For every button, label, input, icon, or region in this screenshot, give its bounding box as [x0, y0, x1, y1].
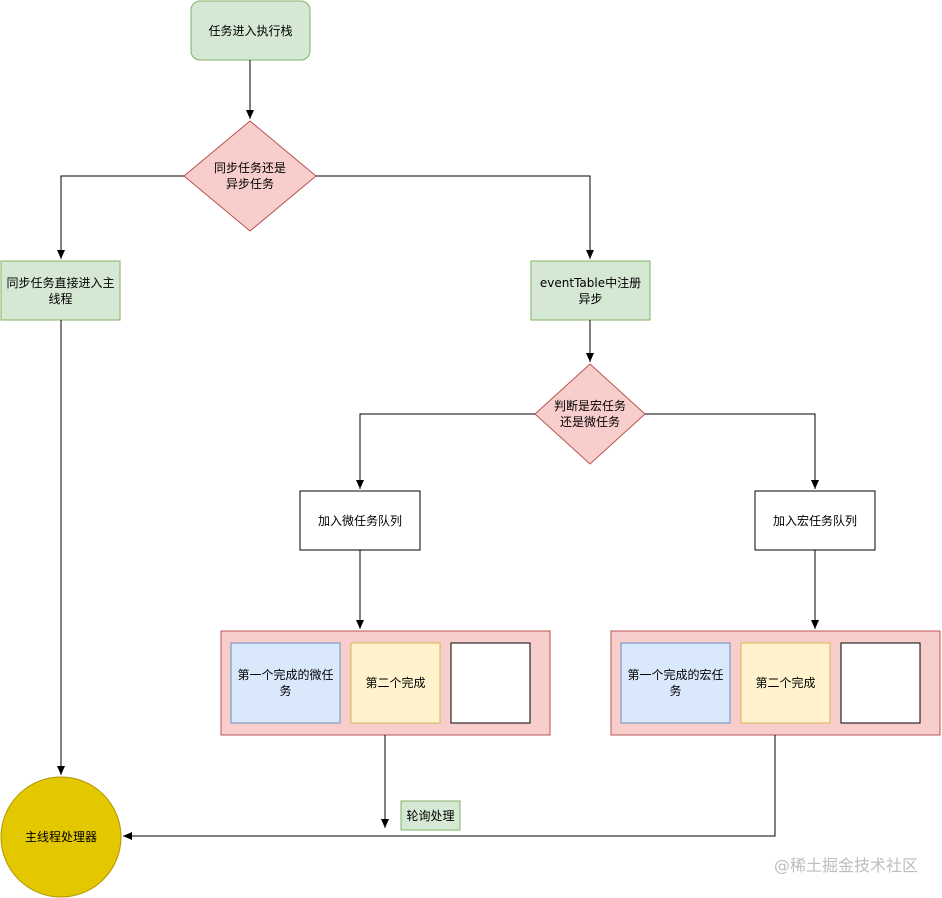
- edge-decision-to-sync: [57, 175, 184, 259]
- decision-sync-async: 同步任务还是 异步任务: [213, 161, 286, 191]
- micro-second-shape: [350, 642, 441, 724]
- micro-second-task: 第二个完成: [365, 676, 426, 690]
- edge-decision-to-event-table: [316, 175, 594, 259]
- edge-decision-to-macro: [645, 413, 819, 489]
- main-processor-shape: [0, 776, 122, 898]
- decision-sync-async-shape: [183, 120, 317, 232]
- node-add-micro-queue: 加入微任务队列: [317, 513, 402, 528]
- micro-first-task: 第一个完成的微任务: [237, 668, 334, 698]
- node-add-micro-queue-shape: [299, 490, 421, 551]
- micro-empty-slot: [450, 642, 531, 724]
- main-processor: 主线程处理器: [24, 830, 97, 844]
- macro-empty-slot: [840, 642, 921, 724]
- watermark: @稀土掘金技术社区: [773, 856, 918, 875]
- macro-second-shape: [740, 642, 831, 724]
- edge-decision-to-micro: [356, 413, 535, 489]
- node-sync-main-thread-shape: [0, 260, 121, 321]
- node-enter-stack: 任务进入执行栈: [208, 23, 293, 38]
- decision-macro-micro-shape: [534, 363, 646, 465]
- polling-label: 轮询处理: [406, 808, 455, 823]
- decision-macro-micro: 判断是宏任务 还是微任务: [553, 399, 626, 429]
- polling-label-shape: [400, 800, 461, 831]
- micro-first-shape: [230, 642, 341, 724]
- node-add-macro-queue-shape: [754, 490, 876, 551]
- node-event-table: eventTable中注册异步: [539, 275, 642, 306]
- node-sync-main-thread: 同步任务直接进入主线程: [6, 275, 115, 306]
- edge-macro-queue-to-processor: [123, 735, 776, 840]
- node-event-table-shape: [530, 260, 651, 321]
- macro-first-shape: [620, 642, 731, 724]
- macro-first-task: 第一个完成的宏任务: [627, 668, 724, 698]
- node-add-macro-queue: 加入宏任务队列: [772, 513, 857, 528]
- macro-second-task: 第二个完成: [755, 676, 816, 690]
